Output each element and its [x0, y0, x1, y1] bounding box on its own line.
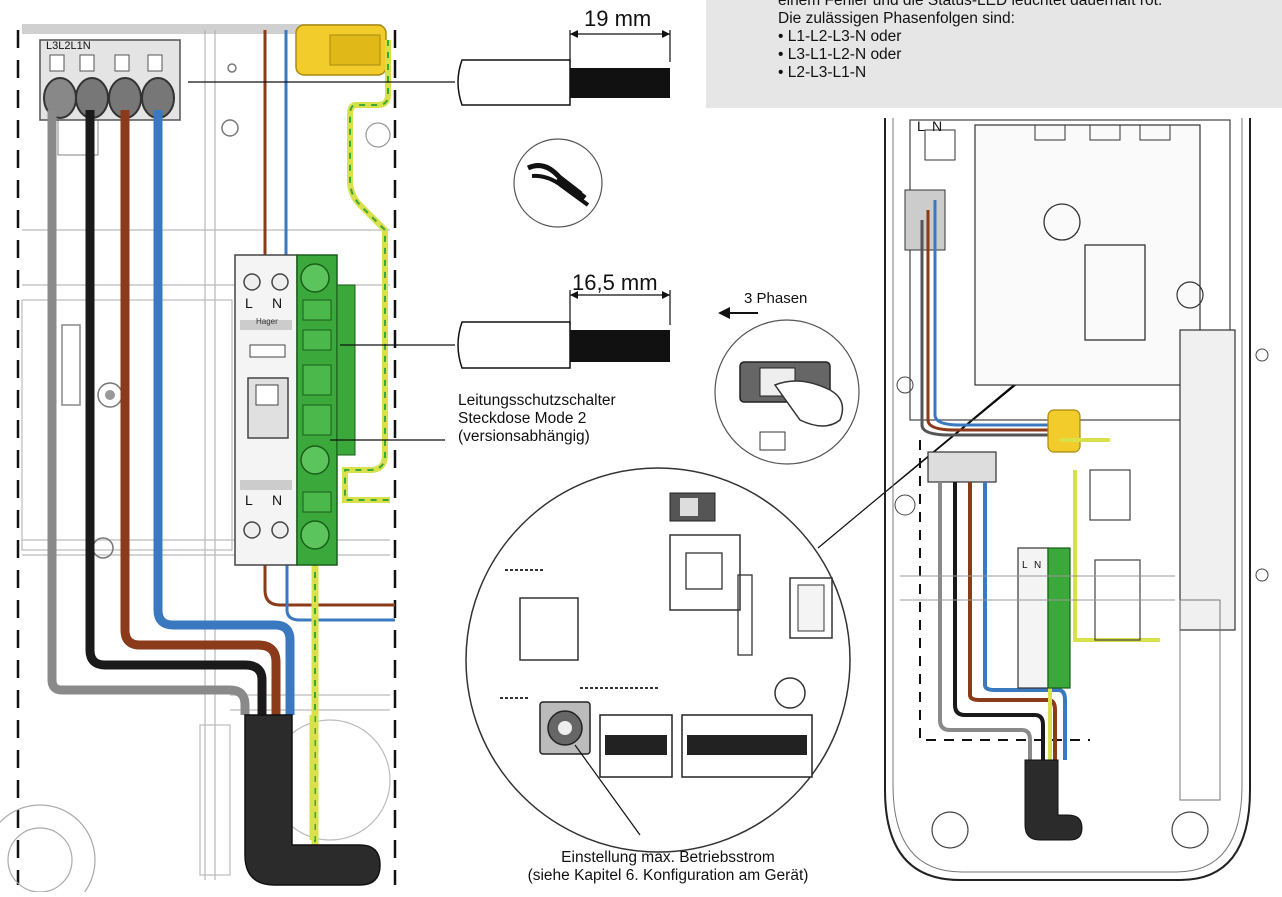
right-device-l-label: L	[917, 118, 925, 134]
breaker-bottom-l-label: L	[245, 492, 253, 508]
info-line-0: einem Fehler und die Status-LED leuchtet…	[778, 0, 1163, 9]
wire-strip-16-5mm	[457, 290, 671, 369]
pcb-detail-zoom	[465, 467, 851, 853]
info-item-2: • L3-L1-L2-N oder	[778, 46, 902, 63]
breaker-top-n-label: N	[272, 295, 283, 311]
crimp-tool-icon	[513, 138, 603, 228]
breaker-brand-logo: Hager	[256, 317, 278, 326]
right-device-n-label: N	[932, 118, 943, 134]
phase-switch-zoom	[714, 307, 860, 465]
info-item-3: • L2-L3-L1-N	[778, 64, 867, 81]
right-breaker-l-label: L	[1022, 560, 1028, 571]
caption-line-1: Einstellung max. Betriebsstrom	[561, 849, 775, 866]
three-phases-label: 3 Phasen	[744, 290, 808, 307]
breaker-note: Leitungsschutzschalter Steckdose Mode 2 …	[458, 392, 616, 446]
terminal-block-label: L3L2L1N	[46, 40, 91, 52]
wire-strip-19mm	[457, 30, 671, 106]
breaker-bottom-n-label: N	[272, 492, 283, 508]
phase-sequence-info-text: einem Fehler und die Status-LED leuchtet…	[778, 0, 1162, 82]
breaker-note-line-1: Leitungsschutzschalter	[458, 392, 616, 409]
strip-length-19mm: 19 mm	[584, 6, 652, 31]
strip-length-16-5mm: 16,5 mm	[572, 270, 658, 295]
right-breaker-n-label: N	[1034, 560, 1042, 571]
breaker-top-l-label: L	[245, 295, 253, 311]
breaker-note-line-2: Steckdose Mode 2	[458, 410, 587, 427]
info-line-1: Die zulässigen Phasenfolgen sind:	[778, 10, 1015, 27]
phase-sequence-info-box	[706, 0, 1282, 108]
right-wallbox-overview	[884, 118, 1269, 881]
left-installation-detail	[0, 24, 397, 897]
max-current-caption: Einstellung max. Betriebsstrom (siehe Ka…	[483, 849, 853, 885]
breaker-note-line-3: (versionsabhängig)	[458, 428, 590, 445]
info-item-1: • L1-L2-L3-N oder	[778, 28, 902, 45]
caption-line-2: (siehe Kapitel 6. Konfiguration am Gerät…	[527, 867, 809, 884]
